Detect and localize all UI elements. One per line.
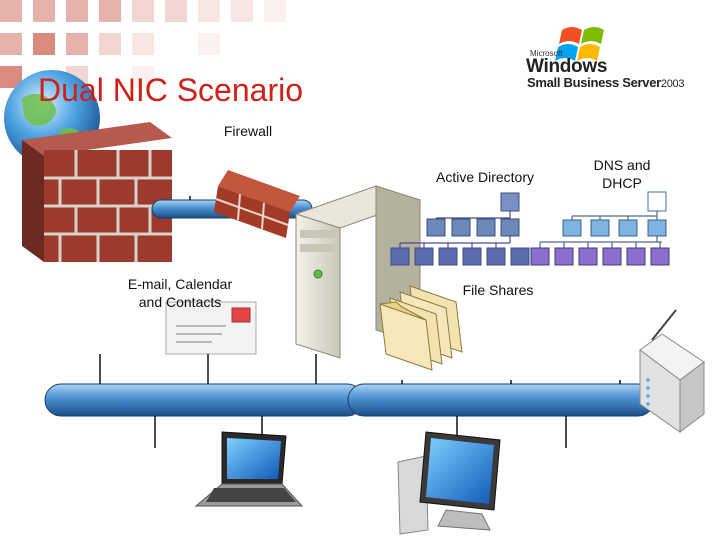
envelope-icon [165,301,257,355]
dns-dhcp-label-line1: DNS and [593,157,651,173]
logo-windows-text: Windows [526,56,608,77]
logo-product-name: Small Business Server [527,75,661,90]
desktop-icon [397,431,501,535]
dns-nodes [530,191,670,266]
active-directory-label: Active Directory [435,169,535,185]
file-shares-label: File Shares [462,282,534,298]
ad-nodes [390,192,530,266]
dns-dhcp-tree [539,211,662,248]
logo-microsoft-text: Microsoft [530,49,563,58]
slide-title: Dual NIC Scenario [38,72,303,108]
email-label-line1: E-mail, Calendar [127,276,233,292]
dns-dhcp-label-line2: DHCP [602,175,642,191]
lower-network-segment-1 [44,354,364,448]
lower-network-segment-2 [347,380,655,448]
laptop-icon [194,431,304,507]
decorative-squares [0,0,286,88]
firewall-icon [214,170,300,238]
modem-icon [639,309,705,433]
folders-icon [379,285,463,371]
firewall-label: Firewall [223,123,273,139]
logo-year: 2003 [660,78,685,90]
logo-product: Small Business Server2003 [527,75,684,90]
brick-wall-icon [22,122,172,262]
email-label-line2: and Contacts [138,294,222,310]
dns-dhcp-label: DNS and DHCP [578,156,666,192]
email-label: E-mail, Calendar and Contacts [110,275,250,311]
windows-flag-icon [555,27,604,61]
active-directory-tree [399,211,511,248]
